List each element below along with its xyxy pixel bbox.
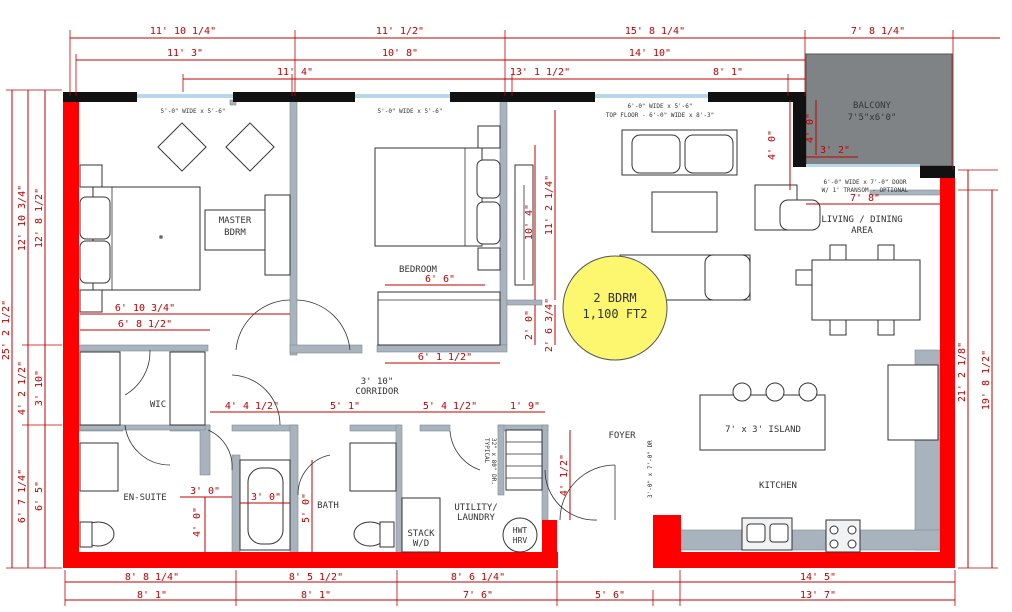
dim-top-6: 10' 8" <box>382 48 418 59</box>
dim-ens-top: 4' 4 1/2" <box>225 401 279 412</box>
room-living-l2: AREA <box>851 226 873 236</box>
dim-top-5: 11' 3" <box>167 48 203 59</box>
room-stack-l2: W/D <box>413 539 429 549</box>
room-labels: MASTER BDRM BEDROOM LIVING / DINING AREA… <box>123 101 902 549</box>
balcony-slab <box>805 53 953 167</box>
dim-balc-in-h: 4' 0" <box>805 113 816 143</box>
dim-left-1: 25' 2 1/2" <box>1 300 12 360</box>
dim-top-2: 11' 1/2" <box>376 26 424 37</box>
dim-left-3: 12' 8 1/2" <box>34 188 45 248</box>
dim-bottom-8: 5' 6" <box>595 590 625 601</box>
room-foyer: FOYER <box>608 431 636 441</box>
dim-left-2: 12' 10 3/4" <box>17 185 28 251</box>
exterior-walls <box>63 92 955 568</box>
room-island: 7' x 3' ISLAND <box>725 425 801 435</box>
dim-top-7: 14' 10" <box>629 48 671 59</box>
dim-bottom-2: 8' 5 1/2" <box>289 572 343 583</box>
dim-bottom-4: 14' 5" <box>800 572 836 583</box>
room-utility-l2: LAUNDRY <box>457 513 496 523</box>
dim-ens-h: 4' 0" <box>192 507 203 537</box>
furniture <box>79 122 939 553</box>
room-corridor-l1: 3' 10" <box>361 377 394 387</box>
window-bedroom: 5'-0" WIDE x 5'-6" <box>377 108 442 115</box>
room-wic: WIC <box>150 400 166 410</box>
room-master-l2: BDRM <box>224 228 246 238</box>
dim-util-h: 4' 1/2" <box>559 454 570 496</box>
dim-bath-h: 5' 0" <box>301 493 312 523</box>
dim-closet-d2: 2' 6 3/4" <box>544 298 555 352</box>
window-living-l2: TOP FLOOR - 6'-0" WIDE x 8'-3" <box>606 112 714 119</box>
dim-closet-w: 6' 6" <box>425 274 455 285</box>
dim-closet-d1: 2' 0" <box>524 310 535 340</box>
door-typical-l2: TYPICAL <box>483 438 490 464</box>
window-master: 5'-0" WIDE x 5'-6" <box>160 108 225 115</box>
room-balcony-l1: BALCONY <box>853 101 892 111</box>
room-ensuite: EN-SUITE <box>123 493 166 503</box>
area-label-type: 2 BDRM <box>593 291 636 305</box>
dim-left-7: 6' 5" <box>34 481 45 511</box>
dimension-lines <box>6 30 1000 606</box>
room-hwt-l2: HRV <box>513 536 528 545</box>
room-corridor-l2: CORRIDOR <box>355 387 399 397</box>
dim-top-8: 11' 4" <box>277 67 313 78</box>
dim-top-1: 11' 10 1/4" <box>150 26 216 37</box>
window-living-l1: 6'-0" WIDE x 5'-6" <box>627 103 692 110</box>
dim-bed-h2: 11' 2 1/4" <box>544 175 555 235</box>
room-hwt-l1: HWT <box>513 526 528 535</box>
dim-bottom-6: 8' 1" <box>301 590 331 601</box>
door-typical-l1: 32" x 80" DR. <box>490 438 497 485</box>
dim-bottom-7: 7' 6" <box>463 590 493 601</box>
window-notes: 5'-0" WIDE x 5'-6" 5'-0" WIDE x 5'-6" 6'… <box>160 103 908 498</box>
dim-master-w2: 6' 8 1/2" <box>118 319 172 330</box>
dim-bath-w: 3' 0" <box>251 492 281 503</box>
dim-left-6: 6' 7 1/4" <box>17 469 28 523</box>
dim-ens-w: 3' 0" <box>190 486 220 497</box>
balcony-door-l1: 6'-0" WIDE x 7'-0" DOOR <box>823 179 906 186</box>
dim-util-small: 1' 9" <box>510 401 540 412</box>
dim-bottom-5: 8' 1" <box>137 590 167 601</box>
dim-bath-top: 5' 1" <box>330 401 360 412</box>
door-swings <box>124 299 616 521</box>
dim-bed: 6' 1 1/2" <box>418 352 472 363</box>
door-entry: 3'-0" x 7'-0" DR <box>647 440 654 498</box>
dim-top-3: 15' 8 1/4" <box>625 26 685 37</box>
room-stack-l1: STACK <box>407 529 435 539</box>
dim-bottom-3: 8' 6 1/4" <box>451 572 505 583</box>
dim-left-4: 4' 2 1/2" <box>17 361 28 415</box>
room-bedroom: BEDROOM <box>399 265 438 275</box>
room-kitchen: KITCHEN <box>759 481 797 491</box>
dim-bed-h1: 10' 4" <box>524 204 535 240</box>
area-label-size: 1,100 FT2 <box>582 307 647 321</box>
room-balcony-l2: 7'5"x6'0" <box>848 113 897 123</box>
dim-balc-h: 4' 0" <box>767 130 778 160</box>
dim-bottom-1: 8' 8 1/4" <box>125 572 179 583</box>
dim-top-9: 13' 1 1/2" <box>510 67 570 78</box>
balcony-door-l2: W/ 1' TRANSOM - OPTIONAL <box>822 187 909 194</box>
dim-master-w1: 6' 10 3/4" <box>115 303 175 314</box>
dim-left-5: 3' 10" <box>34 370 45 406</box>
room-bath: BATH <box>317 501 339 511</box>
room-living-l1: LIVING / DINING <box>821 215 902 225</box>
room-utility-l1: UTILITY/ <box>454 503 497 513</box>
dim-bottom-9: 13' 7" <box>800 590 836 601</box>
room-master-l1: MASTER <box>219 216 252 226</box>
dim-balc-w: 3' 2" <box>820 145 850 156</box>
dim-balc-in-w: 7' 8" <box>850 193 880 204</box>
dim-right-1: 21' 2 1/8" <box>957 342 968 402</box>
dim-top-10: 8' 1" <box>713 67 743 78</box>
dim-right-2: 19' 8 1/2" <box>981 350 992 410</box>
dimension-labels: 11' 10 1/4" 11' 1/2" 15' 8 1/4" 7' 8 1/4… <box>1 26 992 601</box>
dim-top-4: 7' 8 1/4" <box>851 26 905 37</box>
area-circle <box>562 255 668 361</box>
dim-util-top: 5' 4 1/2" <box>423 401 477 412</box>
